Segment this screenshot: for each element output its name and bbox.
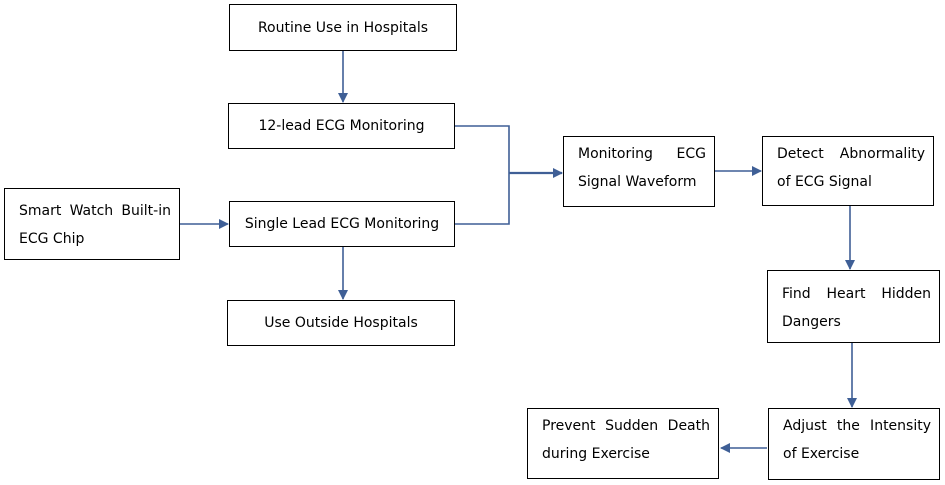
node-adjust-intensity-label: Adjust the Intensity of Exercise [783,418,931,462]
node-routine-use: Routine Use in Hospitals [229,4,457,51]
node-find-heart-dangers-label: Find Heart Hidden Dangers [782,286,931,330]
node-find-heart-dangers: Find Heart Hidden Dangers [767,270,940,343]
node-use-outside-hospitals-label: Use Outside Hospitals [264,315,418,331]
node-routine-use-label: Routine Use in Hospitals [257,19,429,36]
node-prevent-sudden-death-label: Prevent Sudden Death during Exercise [542,418,710,462]
node-single-lead-monitoring-label: Single Lead ECG Monitoring [244,216,440,232]
node-12-lead-monitoring: 12-lead ECG Monitoring [228,103,455,149]
node-detect-abnormality: Detect Abnormality of ECG Signal [762,136,934,206]
node-single-lead-monitoring: Single Lead ECG Monitoring [229,201,455,247]
connector-12lead-to-merge [455,125,510,173]
node-prevent-sudden-death: Prevent Sudden Death during Exercise [527,408,719,479]
node-adjust-intensity: Adjust the Intensity of Exercise [768,408,940,480]
node-12-lead-monitoring-label: 12-lead ECG Monitoring [258,118,425,134]
node-use-outside-hospitals: Use Outside Hospitals [227,300,455,346]
node-smart-watch-label: Smart Watch Built-in ECG Chip [19,203,171,247]
node-monitoring-ecg-waveform-label: Monitoring ECG Signal Waveform [578,146,706,190]
node-smart-watch: Smart Watch Built-in ECG Chip [4,188,180,260]
connector-singlelead-to-merge [455,173,510,225]
node-detect-abnormality-label: Detect Abnormality of ECG Signal [777,146,925,190]
node-monitoring-ecg-waveform: Monitoring ECG Signal Waveform [563,136,715,207]
